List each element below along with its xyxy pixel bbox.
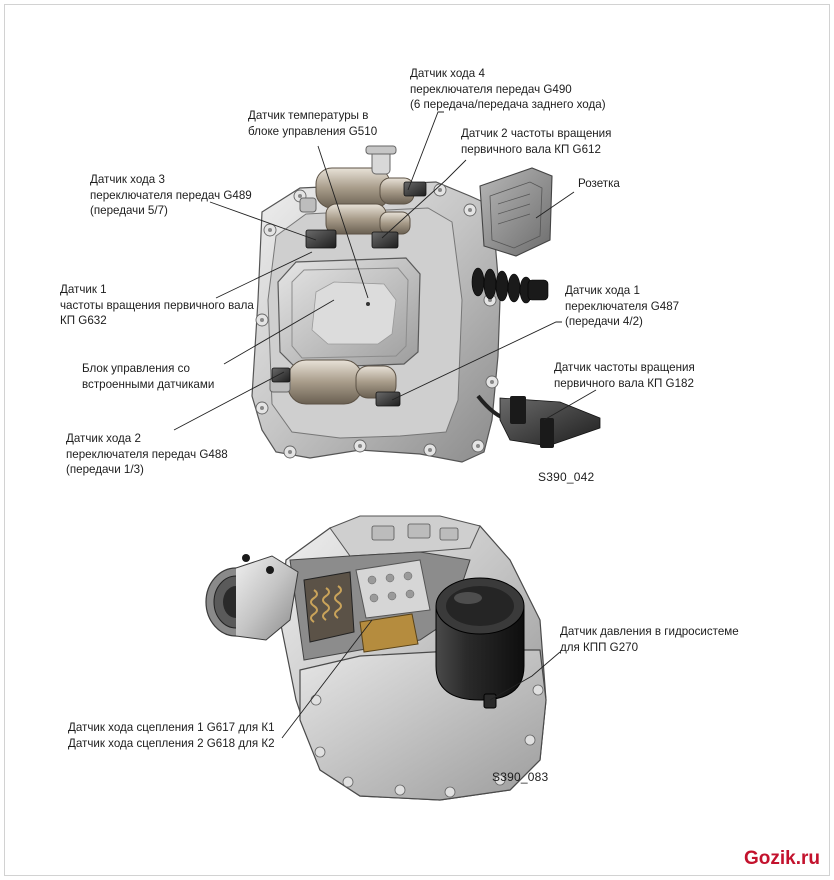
figure-code-bottom: S390_083 bbox=[492, 770, 549, 784]
figure-code-top: S390_042 bbox=[538, 470, 595, 484]
bottom-unit-drawing bbox=[205, 515, 547, 801]
label-clutch: Датчик хода сцепления 1 G617 для К1 Датч… bbox=[68, 721, 275, 750]
callout-g182 bbox=[543, 389, 597, 421]
callout-g612 bbox=[381, 159, 467, 239]
callout-socket bbox=[535, 191, 575, 219]
callout-g270 bbox=[489, 651, 561, 701]
label-g490: Датчик хода 4 переключателя передач G490… bbox=[410, 67, 606, 111]
label-control-unit: Блок управления со встроенными датчиками bbox=[82, 362, 215, 391]
callout-g487 bbox=[391, 321, 562, 401]
label-g510: Датчик температуры в блоке управления G5… bbox=[248, 109, 378, 138]
callout-g632 bbox=[215, 251, 313, 299]
callout-g510 bbox=[317, 145, 369, 299]
callout-clutch bbox=[281, 619, 373, 739]
callout-g490 bbox=[407, 111, 444, 191]
label-g270: Датчик давления в гидросистеме для КПП G… bbox=[560, 625, 739, 654]
callout-control-unit bbox=[223, 299, 335, 365]
callout-g489 bbox=[209, 201, 317, 241]
callout-g488 bbox=[173, 371, 285, 431]
watermark: Gozik.ru bbox=[743, 848, 820, 869]
label-g488: Датчик хода 2 переключателя передач G488… bbox=[66, 432, 228, 476]
label-g182: Датчик частоты вращения первичного вала … bbox=[554, 361, 695, 390]
label-socket: Розетка bbox=[578, 177, 620, 190]
label-g632: Датчик 1 частоты вращения первичного вал… bbox=[60, 283, 254, 327]
label-g487: Датчик хода 1 переключателя G487 (переда… bbox=[565, 284, 680, 328]
page-frame bbox=[4, 4, 830, 876]
label-g612: Датчик 2 частоты вращения первичного вал… bbox=[461, 127, 612, 156]
top-unit-drawing bbox=[251, 145, 601, 463]
label-g489: Датчик хода 3 переключателя передач G489… bbox=[90, 173, 252, 217]
callout-lines bbox=[173, 111, 597, 739]
